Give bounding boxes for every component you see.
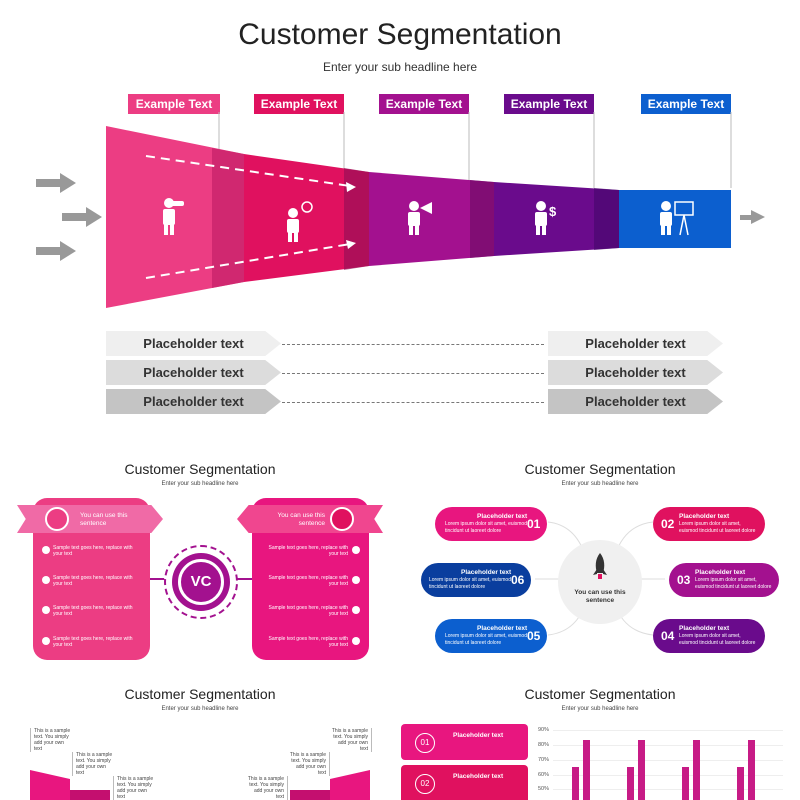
dashed-connector-3: [282, 402, 544, 403]
slide4-note-2: This is a sample text. You simply add yo…: [72, 752, 114, 776]
slide4-note-1: This is a sample text. You simply add yo…: [30, 728, 72, 752]
slide2-subtitle: Enter your sub headline here: [161, 481, 239, 487]
slide2-left-item-2: Sample text goes here, replace with your…: [53, 575, 133, 587]
slide3-center-text: You can use this sentence: [574, 589, 626, 604]
headset-icon: [45, 507, 69, 531]
placeholder-left-2: Placeholder text: [106, 360, 281, 385]
placeholder-right-2: Placeholder text: [548, 360, 723, 385]
slide2-left-item-3: Sample text goes here, replace with your…: [53, 605, 133, 617]
placeholder-right-3: Placeholder text: [548, 389, 723, 414]
slide3-title: Customer Segmentation: [524, 461, 676, 477]
pill-03: 03 Placeholder text Lorem ipsum dolor si…: [669, 563, 779, 597]
placeholder-right-1: Placeholder text: [548, 331, 723, 356]
slide2-left-item-1: Sample text goes here, replace with your…: [53, 545, 133, 557]
slide2-right-banner: You can use this sentence: [277, 512, 325, 527]
funnel-segment-3: [369, 172, 494, 266]
stage-tag-4: Example Text: [504, 94, 594, 114]
stage-tag-3: Example Text: [379, 94, 469, 114]
slide5-item-1: 01 Placeholder text: [401, 724, 528, 760]
slide2-left-banner: You can use this sentence: [80, 512, 128, 527]
slide2-right-item-4: Sample text goes here, replace with your…: [268, 636, 349, 648]
slide5-title: Customer Segmentation: [524, 686, 676, 702]
dashed-connector-2: [282, 373, 544, 374]
slide4-subtitle: Enter your sub headline here: [161, 706, 239, 712]
slide2-right-item-1: Sample text goes here, replace with your…: [268, 545, 349, 557]
pill-01: Placeholder text Lorem ipsum dolor sit a…: [435, 507, 547, 541]
dollar-person-icon: $: [535, 201, 557, 235]
page-subtitle: Enter your sub headline here: [322, 60, 478, 74]
slide4-note-4: This is a sample text. You simply add yo…: [330, 728, 372, 752]
vc-circle: VC: [178, 559, 224, 605]
funnel-segment-5: [619, 190, 731, 248]
funnel-segment-4: [494, 182, 619, 256]
placeholder-left-3: Placeholder text: [106, 389, 281, 414]
dashed-connector-1: [282, 344, 544, 345]
slide2-left-item-4: Sample text goes here, replace with your…: [53, 636, 133, 648]
slide4-note-3: This is a sample text. You simply add yo…: [113, 776, 155, 800]
placeholder-left-1: Placeholder text: [106, 331, 281, 356]
pill-06: Placeholder text Lorem ipsum dolor sit a…: [421, 563, 531, 597]
team-stars-icon: [330, 507, 354, 531]
slide2-right-item-2: Sample text goes here, replace with your…: [268, 575, 349, 587]
slide4-note-5: This is a sample text. You simply add yo…: [288, 752, 330, 776]
stage-tag-1: Example Text: [128, 94, 220, 114]
slide5-subtitle: Enter your sub headline here: [561, 706, 639, 712]
slide4-title: Customer Segmentation: [124, 686, 276, 702]
slide2-right-item-3: Sample text goes here, replace with your…: [268, 605, 349, 617]
lightbulb-person-icon: [287, 201, 313, 242]
stage-tag-5: Example Text: [641, 94, 731, 114]
pill-05: Placeholder text Lorem ipsum dolor sit a…: [435, 619, 547, 653]
megaphone-person-icon: [408, 201, 432, 235]
presentation-person-icon: [660, 201, 694, 236]
page-title: Customer Segmentation: [238, 18, 562, 51]
funnel-segment-2: [244, 154, 369, 282]
binoculars-person-icon: [163, 198, 184, 235]
slide3-subtitle: Enter your sub headline here: [561, 481, 639, 487]
pill-02: 02 Placeholder text Lorem ipsum dolor si…: [653, 507, 765, 541]
slide4-note-6: This is a sample text. You simply add yo…: [246, 776, 288, 800]
stage-tag-2: Example Text: [254, 94, 344, 114]
slide5-item-2: 02 Placeholder text: [401, 765, 528, 800]
pill-04: 04 Placeholder text Lorem ipsum dolor si…: [653, 619, 765, 653]
svg-text:$: $: [549, 204, 557, 219]
slide2-title: Customer Segmentation: [124, 461, 276, 477]
funnel-diagram: $: [36, 112, 765, 308]
input-arrows: [36, 173, 102, 261]
rocket-icon: [592, 553, 608, 581]
